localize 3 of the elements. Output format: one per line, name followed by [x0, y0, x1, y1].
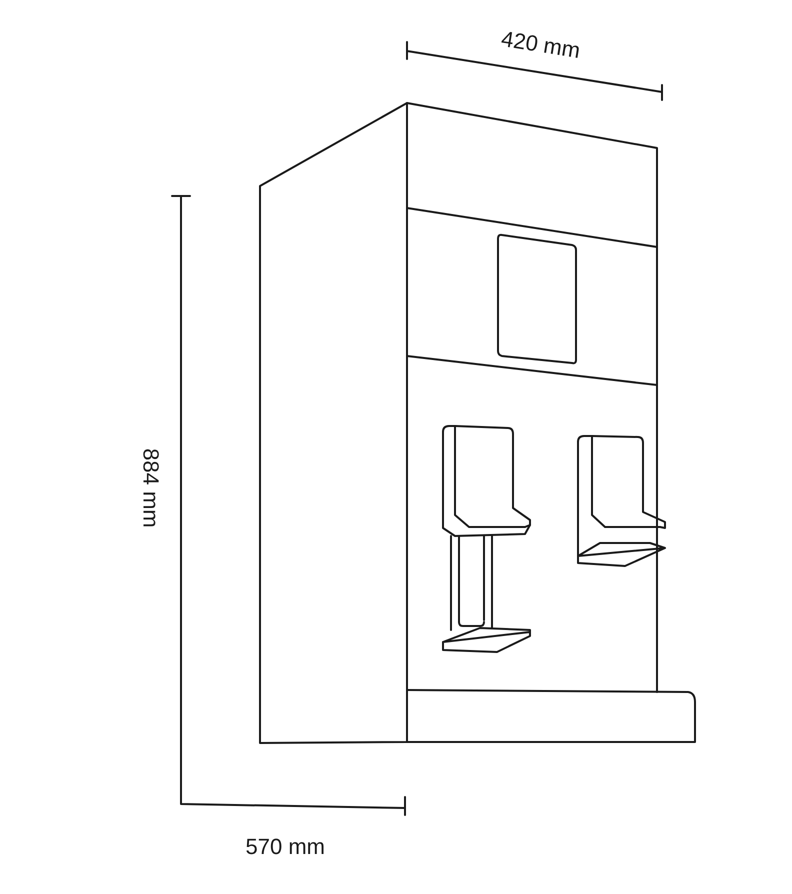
dimension-label: 884 mm — [139, 448, 162, 528]
dimension-label: 420 mm — [499, 28, 582, 62]
dimension-label: 570 mm — [246, 836, 325, 858]
